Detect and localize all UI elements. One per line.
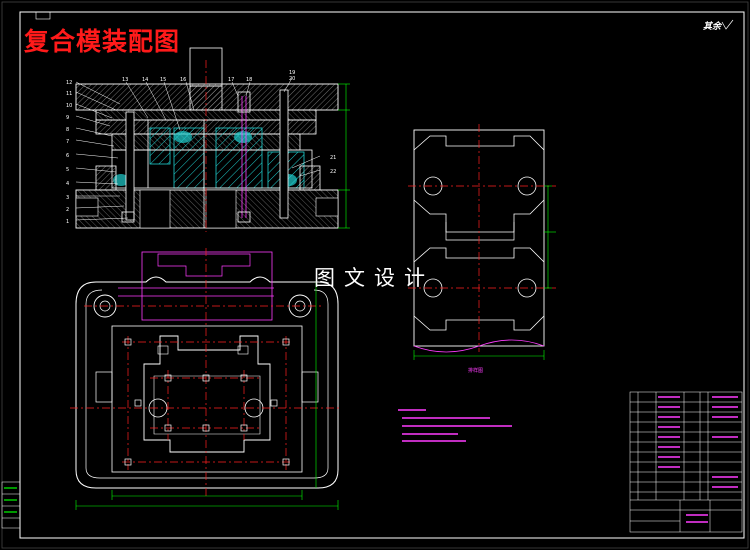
watermark-text: 图文设计: [314, 266, 434, 290]
technical-notes: [398, 409, 512, 442]
part-number: 9: [66, 115, 69, 121]
front-section-view: 12 13 14 15 16 17 18 19 20 11 10 9 8 7 6…: [66, 47, 350, 232]
part-number: 5: [66, 167, 69, 173]
revision-block-text: [4, 487, 17, 513]
part-number: 13: [122, 77, 128, 83]
part-number: 20: [289, 76, 295, 82]
part-number: 2: [66, 207, 69, 213]
part-number: 8: [66, 127, 69, 133]
part-number: 21: [330, 155, 336, 161]
part-number: 4: [66, 181, 69, 187]
strip-layout-label: 排样图: [468, 367, 483, 374]
top-view: [70, 248, 340, 510]
part-number: 19: [289, 70, 295, 76]
revision-block: [1, 481, 21, 529]
part-number: 10: [66, 103, 72, 109]
part-number: 1: [66, 219, 69, 225]
part-number: 12: [66, 80, 72, 86]
part-number: 11: [66, 91, 72, 97]
parts-list-rows: [630, 392, 742, 500]
part-number: 14: [142, 77, 148, 83]
part-number: 7: [66, 139, 69, 145]
drawing-title: 复合模装配图: [24, 27, 181, 56]
part-number: 16: [180, 77, 186, 83]
part-number: 6: [66, 153, 69, 159]
parts-list-text: [658, 396, 738, 523]
part-number: 15: [160, 77, 166, 83]
part-number: 3: [66, 195, 69, 201]
part-number: 22: [330, 169, 336, 175]
title-block: [629, 391, 743, 533]
part-number: 18: [246, 77, 252, 83]
roughness-symbol: [721, 19, 734, 30]
roughness-note: 其余: [703, 22, 722, 32]
part-number: 17: [228, 77, 234, 83]
strip-layout-view: 排样图: [408, 124, 556, 374]
